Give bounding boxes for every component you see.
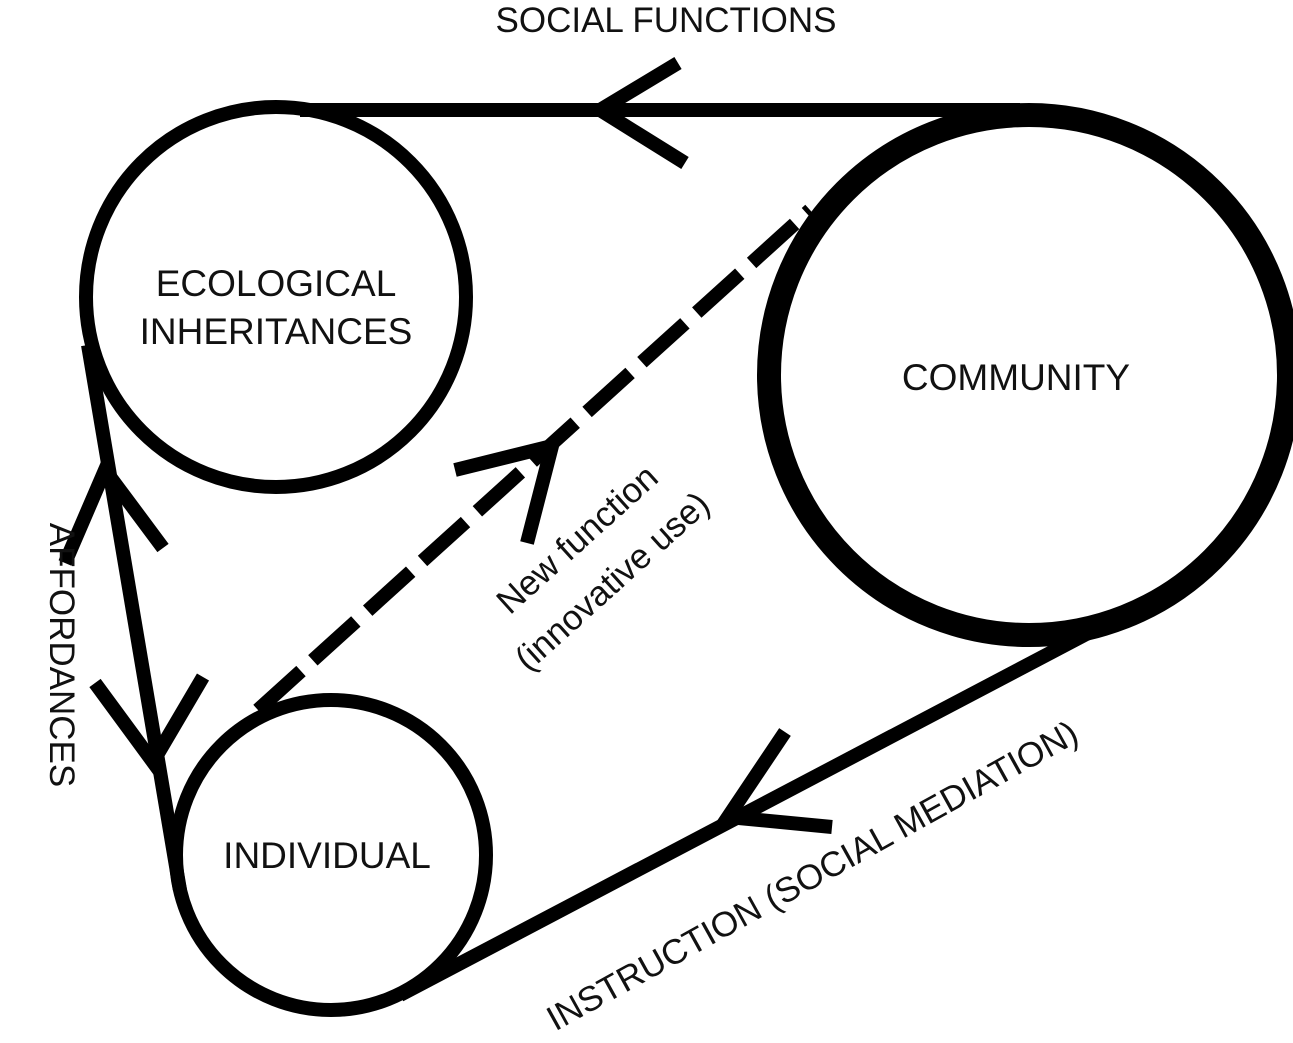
affordances-edge [81, 343, 187, 892]
affordances-label: AFFORDANCES [42, 523, 81, 787]
social-functions-label: SOCIAL FUNCTIONS [496, 1, 837, 40]
community-label: COMMUNITY [902, 357, 1130, 398]
social-functions-arrowhead [586, 57, 689, 169]
individual-label: INDIVIDUAL [223, 835, 431, 876]
community-node [757, 103, 1293, 647]
ecological-label-line2: INHERITANCES [140, 311, 413, 352]
new-function-arrowhead [453, 436, 562, 545]
instruction-arrowhead [715, 728, 833, 834]
ecological-label-line1: ECOLOGICAL [156, 263, 397, 304]
new-function-edge [253, 204, 815, 716]
affordances-arrowhead-up [58, 456, 169, 566]
affordances-arrowhead-down [89, 673, 210, 775]
ecological-inheritances-node [79, 100, 473, 494]
